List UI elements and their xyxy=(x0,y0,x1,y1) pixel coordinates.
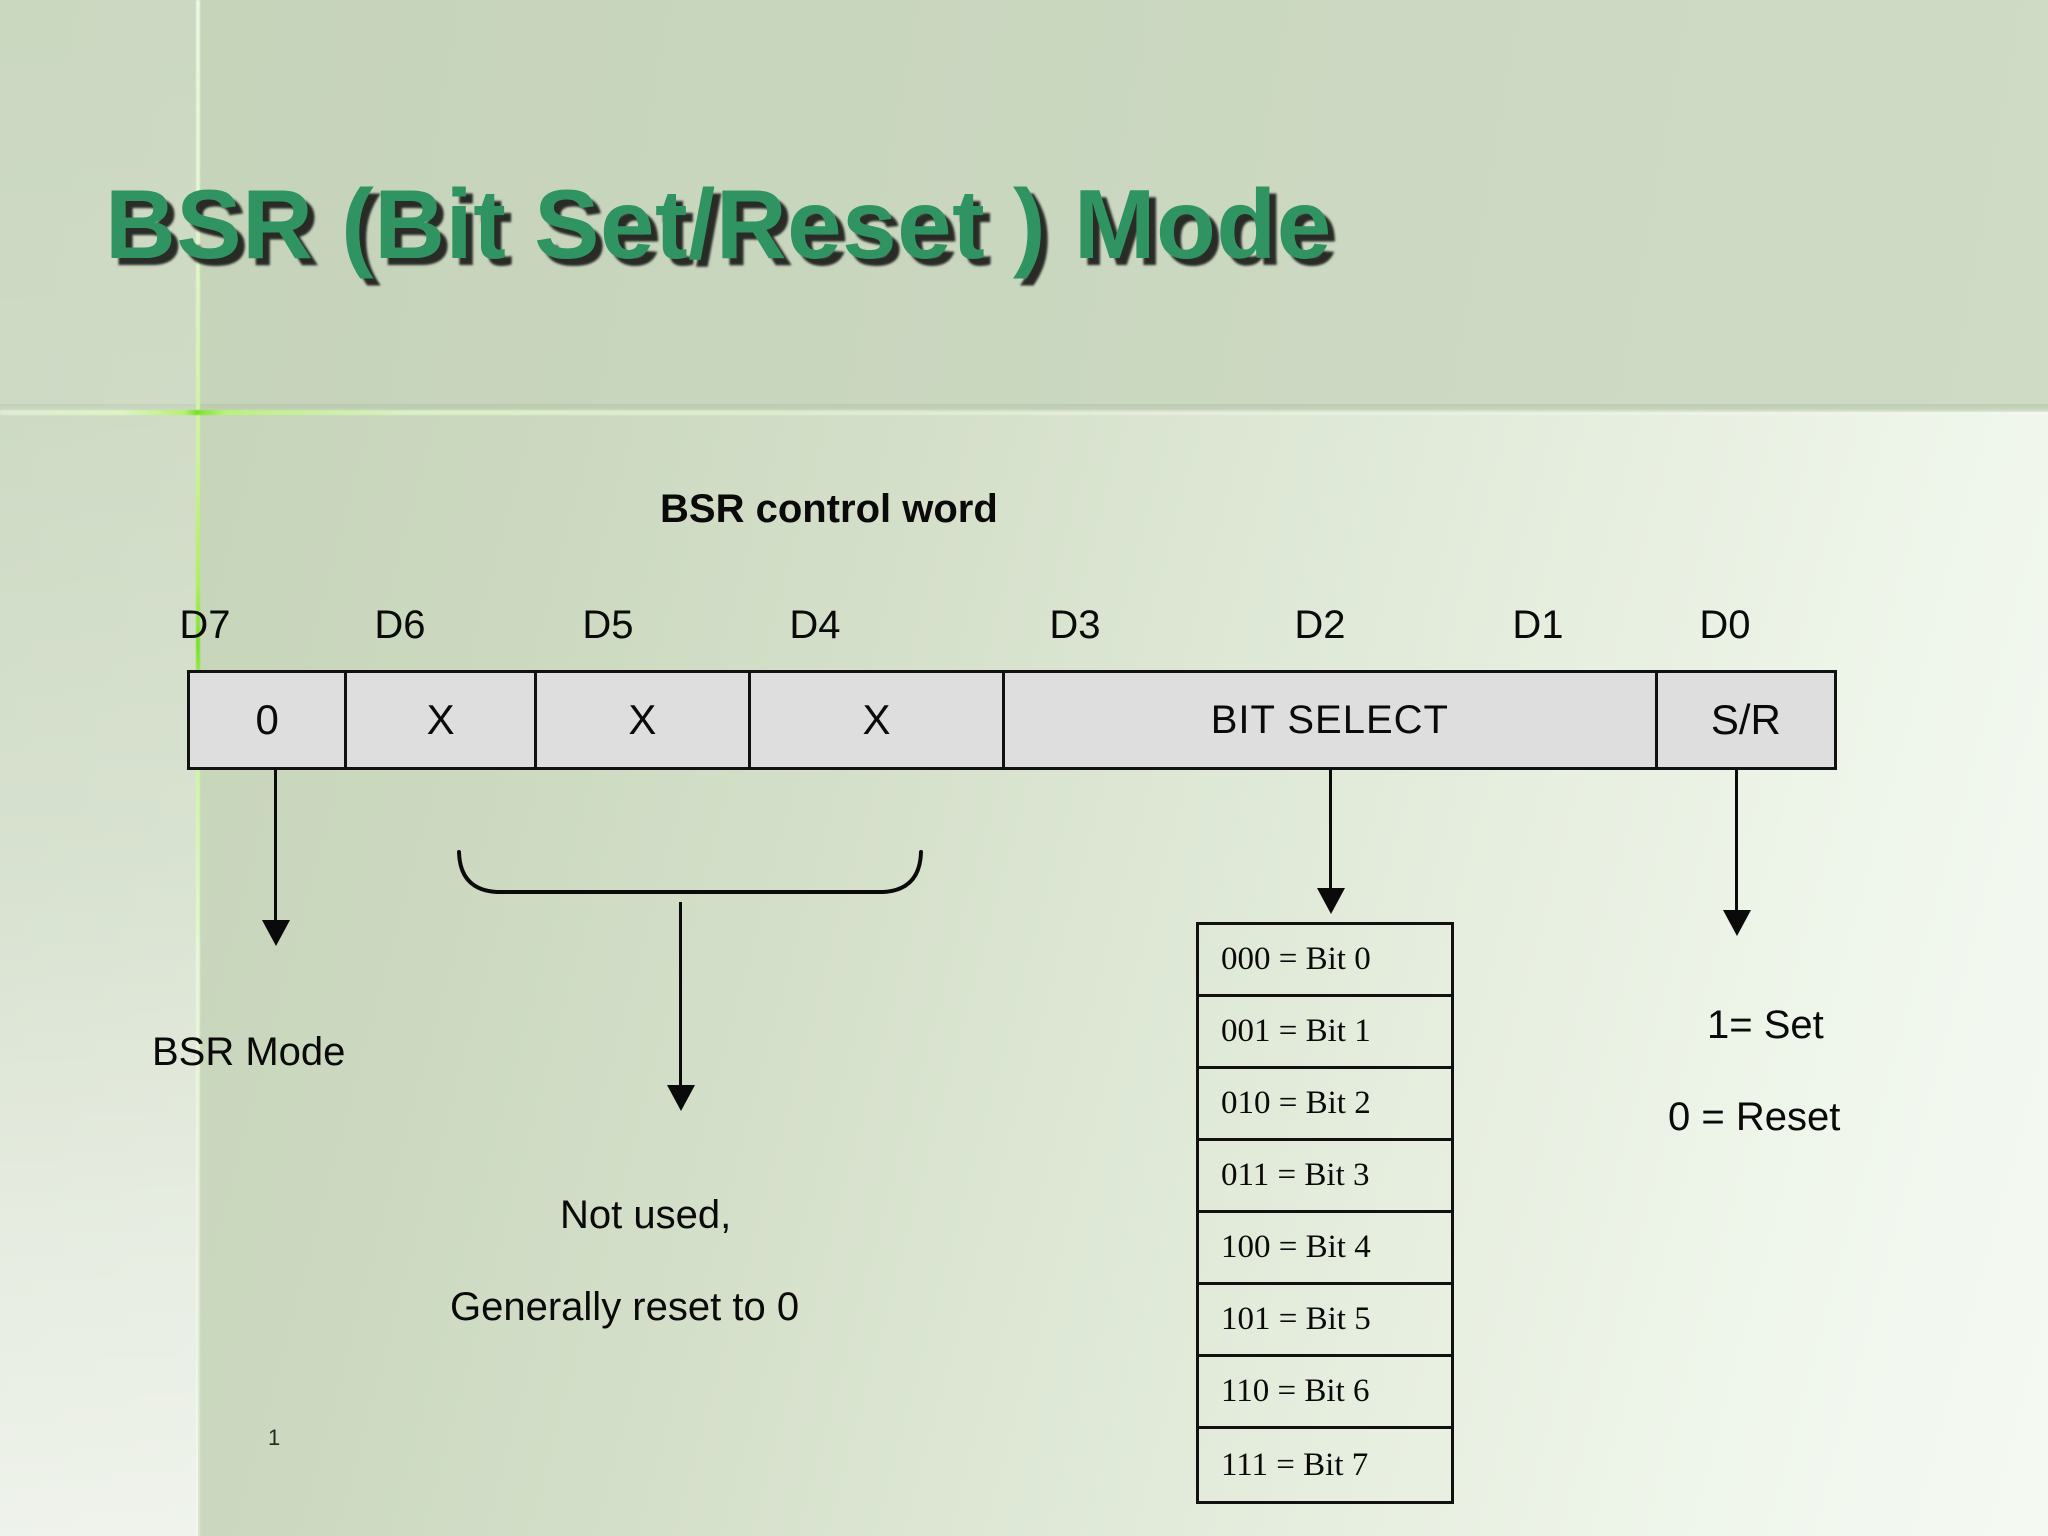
arrow-line-sr xyxy=(1735,770,1738,916)
control-word-cell-d7: 0 xyxy=(190,673,348,767)
annotation-sr-reset: 0 = Reset xyxy=(1668,1095,1841,1139)
control-word-cell-d4: X xyxy=(750,673,1006,767)
annotation-not-used-line1: Not used, xyxy=(560,1193,732,1237)
bit-select-row-3: 011 = Bit 3 xyxy=(1199,1141,1451,1213)
annotation-not-used-line2: Generally reset to 0 xyxy=(450,1285,800,1329)
bit-label-d4: D4 xyxy=(789,603,841,647)
bsr-control-word-table: 0 X X X BIT SELECT S/R xyxy=(187,670,1837,770)
control-word-heading: BSR control word xyxy=(660,487,998,531)
arrow-line-bsr-mode xyxy=(274,770,277,925)
bit-select-row-5: 101 = Bit 5 xyxy=(1199,1285,1451,1357)
bit-label-d2: D2 xyxy=(1294,603,1346,647)
control-word-cell-d6: X xyxy=(347,673,537,767)
control-word-cell-bit-select: BIT SELECT xyxy=(1005,673,1658,767)
bit-label-d5: D5 xyxy=(582,603,634,647)
bit-label-d3: D3 xyxy=(1049,603,1101,647)
title-band-shadow xyxy=(0,404,2048,414)
bit-label-d7: D7 xyxy=(179,603,231,647)
bit-select-row-6: 110 = Bit 6 xyxy=(1199,1357,1451,1429)
arrow-head-not-used xyxy=(667,1085,695,1111)
underbrace-not-used xyxy=(457,850,923,894)
slide-number: 1 xyxy=(268,1425,281,1450)
control-word-cell-sr: S/R xyxy=(1657,673,1834,767)
arrow-head-bsr-mode xyxy=(262,920,290,946)
bit-select-row-2: 010 = Bit 2 xyxy=(1199,1069,1451,1141)
bit-select-row-7: 111 = Bit 7 xyxy=(1221,1446,1369,1483)
page-title: BSR (Bit Set/Reset ) Mode xyxy=(105,169,1332,279)
arrow-head-sr xyxy=(1723,910,1751,936)
arrow-line-bit-select xyxy=(1329,770,1332,895)
bit-select-row-1: 001 = Bit 1 xyxy=(1199,997,1451,1069)
title-band xyxy=(0,0,2048,412)
annotation-sr-set: 1= Set xyxy=(1707,1003,1824,1047)
bit-label-d0: D0 xyxy=(1699,603,1751,647)
arrow-line-not-used xyxy=(679,902,682,1092)
control-word-cell-d5: X xyxy=(536,673,751,767)
bit-label-d6: D6 xyxy=(374,603,426,647)
bit-select-row-0: 000 = Bit 0 xyxy=(1199,925,1451,997)
arrow-head-bit-select xyxy=(1317,888,1345,914)
bit-select-row-4: 100 = Bit 4 xyxy=(1199,1213,1451,1285)
bit-label-d1: D1 xyxy=(1512,603,1564,647)
decorative-horizontal-line xyxy=(0,410,2048,415)
annotation-bsr-mode: BSR Mode xyxy=(152,1030,346,1074)
bit-select-lookup-table: 000 = Bit 0 001 = Bit 1 010 = Bit 2 011 … xyxy=(1196,922,1454,1504)
